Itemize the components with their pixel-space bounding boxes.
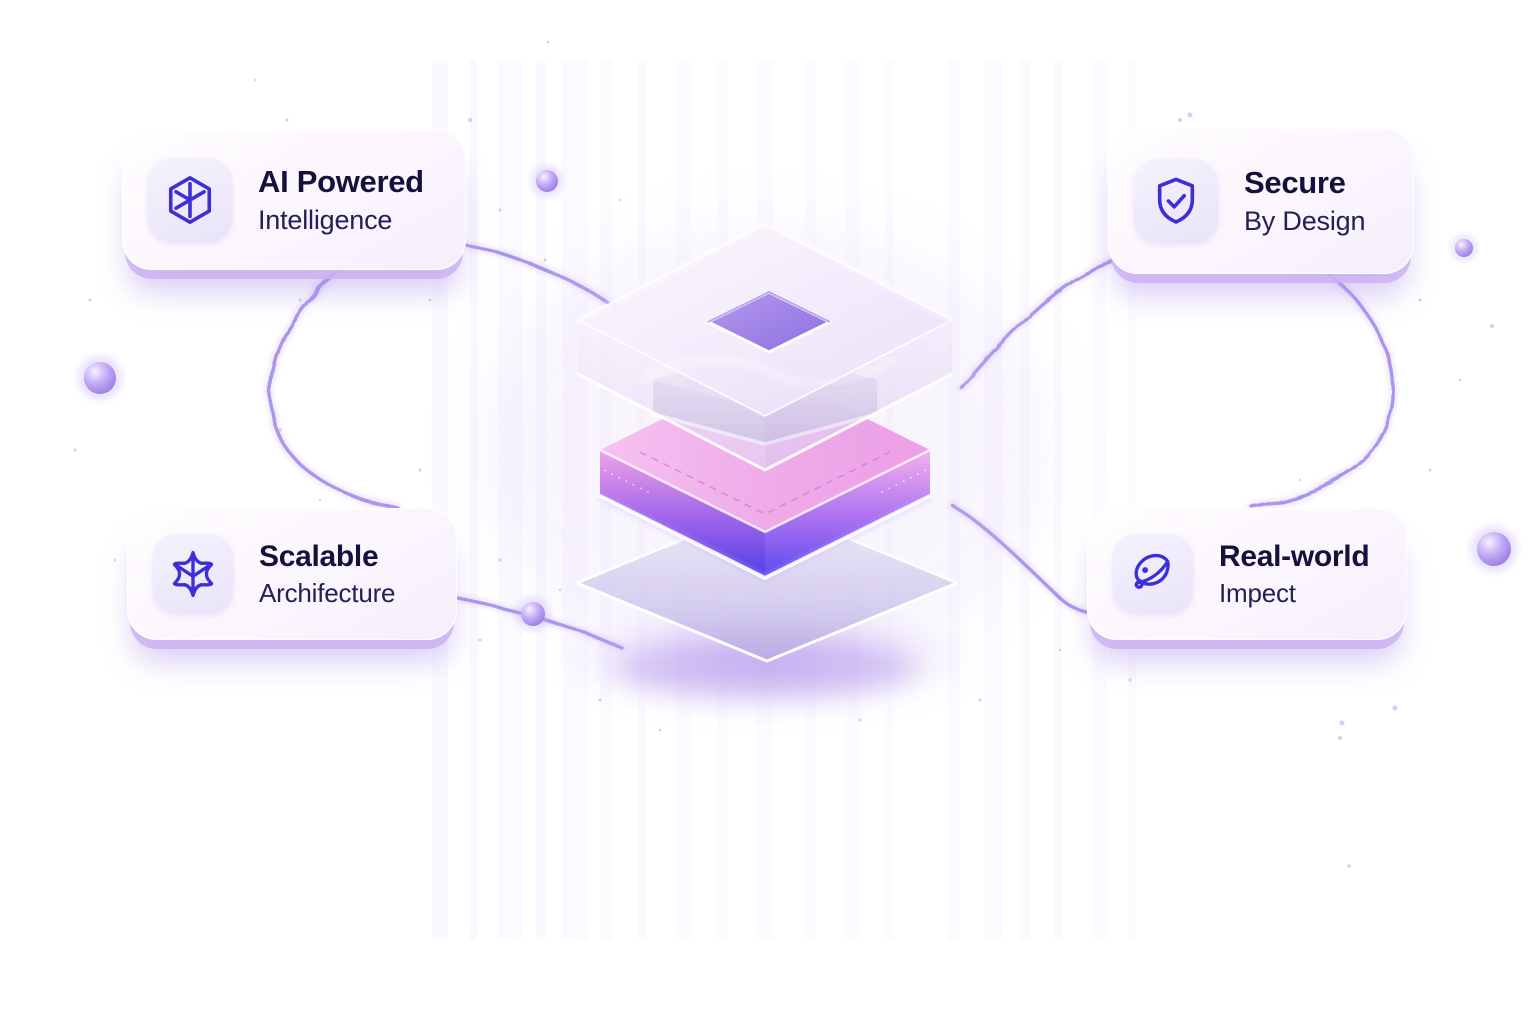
card-text: Secure By Design <box>1244 165 1366 236</box>
feature-card-ai-powered: AI Powered Intelligence <box>122 130 466 270</box>
card-title: Real-world <box>1219 540 1370 574</box>
card-text: Scalable Archifecture <box>259 540 396 608</box>
card-subtitle: Archifecture <box>259 577 396 608</box>
card-subtitle: Intelligence <box>258 204 393 235</box>
feature-card-scalable: Scalable Archifecture <box>127 508 457 640</box>
glass-layered-stack <box>476 220 1056 715</box>
card-subtitle: By Design <box>1244 205 1366 236</box>
feature-card-secure: Secure By Design <box>1108 128 1414 274</box>
card-title: AI Powered <box>258 164 424 200</box>
card-text: AI Powered Intelligence <box>258 164 424 235</box>
card-text: Real-world Impect <box>1219 540 1370 608</box>
star-web-icon <box>153 534 233 614</box>
leaf-planet-icon <box>1113 534 1193 614</box>
floating-spheres <box>78 165 1517 631</box>
feature-card-real-world: Real-world Impect <box>1087 508 1407 640</box>
card-title: Scalable <box>259 540 379 574</box>
ai-cube-icon <box>148 158 232 242</box>
glass-top-slab-layer <box>576 222 954 472</box>
card-subtitle: Impect <box>1219 577 1296 608</box>
glass-base-layer <box>575 503 959 663</box>
card-title: Secure <box>1244 165 1346 201</box>
purple-top-hole <box>706 290 832 354</box>
shield-check-icon <box>1134 159 1218 243</box>
